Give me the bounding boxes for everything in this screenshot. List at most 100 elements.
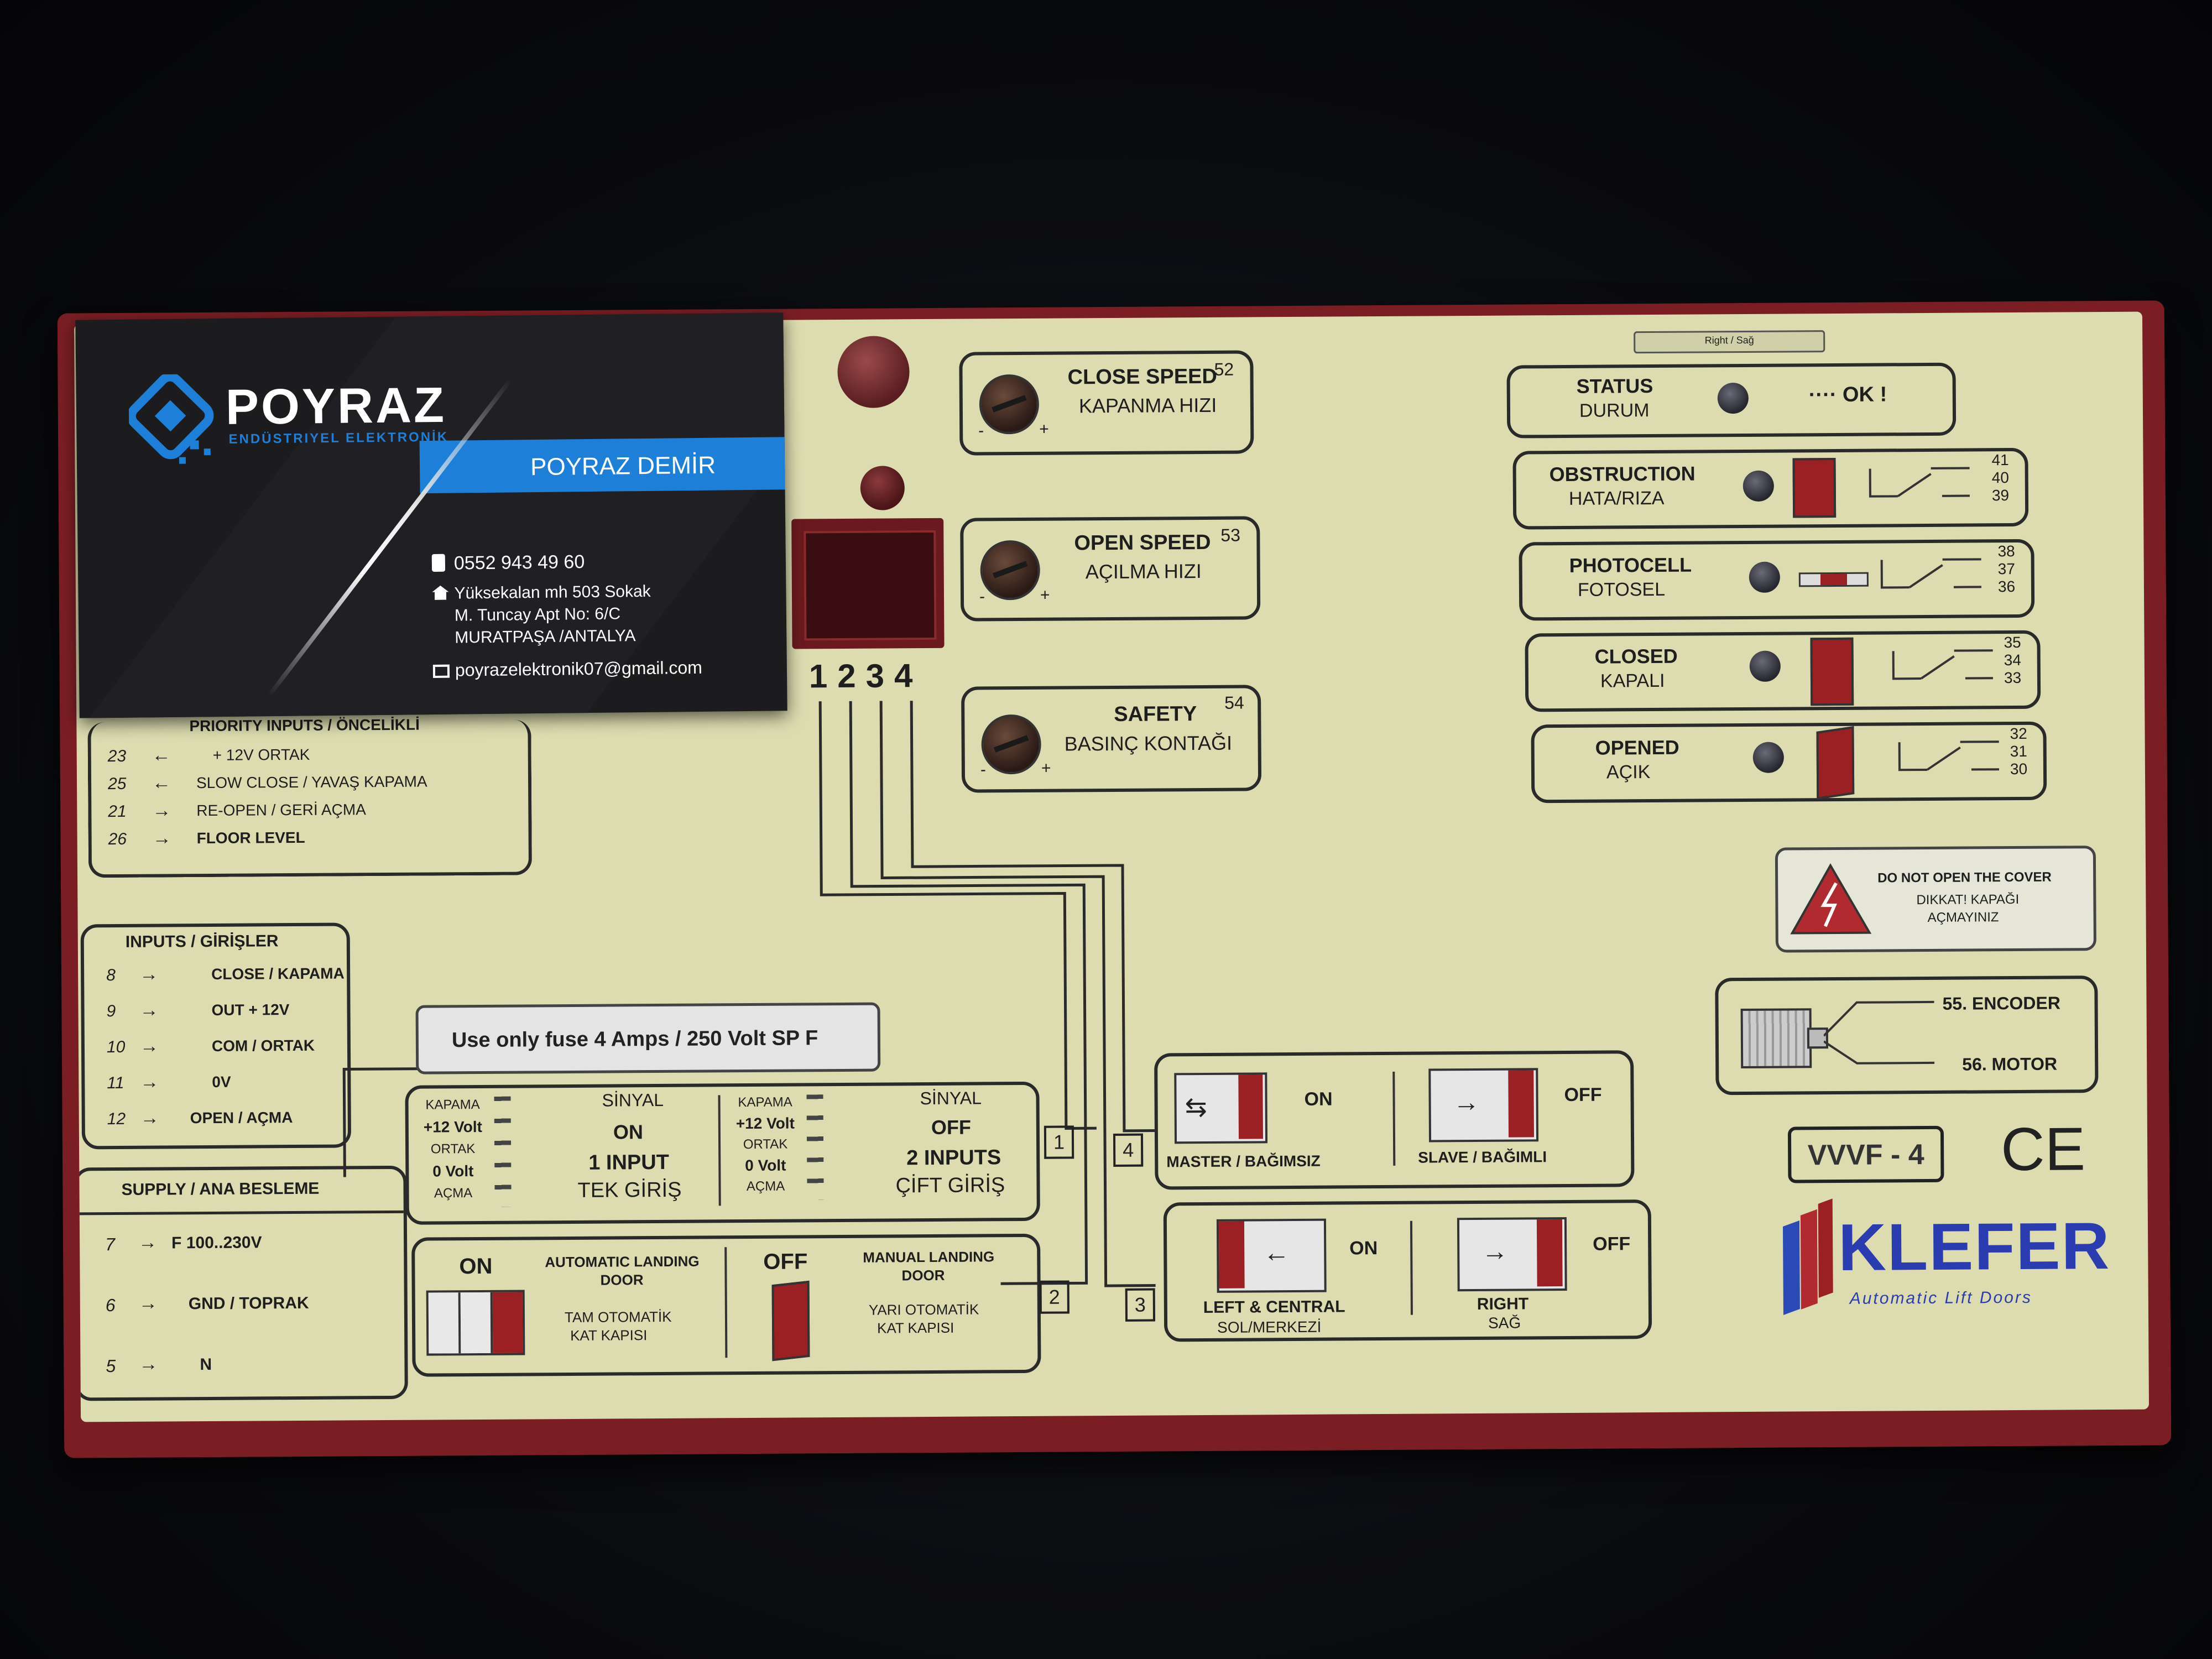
sw4-off-text: SLAVE / BAĞIMLI — [1418, 1148, 1547, 1166]
photocell-led — [1749, 561, 1780, 593]
sw3-left-door-icon: ← — [1216, 1218, 1327, 1293]
supply-box: SUPPLY / ANA BESLEME 7 → F 100..230V 6 →… — [74, 1165, 408, 1401]
sw1-label: KAPAMA — [425, 1097, 480, 1113]
sw1-label: KAPAMA — [738, 1094, 792, 1110]
email-icon — [432, 664, 450, 678]
switch-2-number: 2 — [1039, 1280, 1070, 1314]
pin: 34 — [2004, 651, 2021, 669]
terminal-label: SLOW CLOSE / YAVAŞ KAPAMA — [196, 773, 427, 792]
status-subtitle: DURUM — [1579, 400, 1650, 421]
sw4-slave-door-icon: → — [1428, 1068, 1539, 1142]
sw1-label: +12 Volt — [735, 1114, 795, 1133]
sw2-off-label: OFF — [763, 1249, 808, 1274]
switch-1-box: KAPAMA +12 Volt ORTAK 0 Volt AÇMA SİNYAL… — [405, 1081, 1040, 1225]
inputs-title: INPUTS / GİRİŞLER — [125, 932, 279, 951]
encoder-motor-box: 55. ENCODER 56. MOTOR — [1715, 975, 2099, 1095]
status-led — [1717, 382, 1749, 414]
terminal-label: CLOSE / KAPAMA — [211, 964, 345, 983]
opened-led — [1752, 742, 1784, 773]
safety-subtitle: BASINÇ KONTAĞI — [1064, 731, 1233, 755]
sw1-off-text-1: 2 INPUTS — [906, 1146, 1001, 1170]
sw2-off-title-2: DOOR — [901, 1266, 945, 1284]
card-address-line-1: Yüksekalan mh 503 Sokak — [454, 582, 651, 603]
card-brand-subtitle: ENDÜSTRIYEL ELEKTRONİK — [228, 429, 449, 447]
sw3-on-text-1: LEFT & CENTRAL — [1203, 1297, 1345, 1317]
safety-knob[interactable] — [981, 714, 1041, 775]
close-speed-number: 52 — [1214, 359, 1234, 379]
closed-relay-icon — [1892, 649, 1993, 680]
opened-title: OPENED — [1595, 735, 1679, 759]
safety-title: SAFETY — [1114, 702, 1197, 726]
arrow-icon: ← — [152, 744, 171, 766]
close-speed-title: CLOSE SPEED — [1067, 364, 1218, 389]
obstruction-title: OBSTRUCTION — [1549, 462, 1695, 486]
terminal-label: 0V — [212, 1073, 231, 1091]
close-speed-minus: - — [978, 421, 984, 440]
sw1-terminal-icon — [806, 1094, 824, 1200]
sw1-label: ORTAK — [743, 1136, 788, 1152]
closed-led — [1749, 650, 1781, 682]
sw2-off-sub-1: YARI OTOMATİK — [868, 1301, 979, 1318]
arrow-icon: → — [138, 1232, 158, 1253]
opened-subtitle: AÇIK — [1606, 761, 1651, 783]
open-speed-subtitle: AÇILMA HIZI — [1085, 559, 1202, 583]
pin: 40 — [1991, 469, 2009, 487]
obstruction-subtitle: HATA/RIZA — [1568, 487, 1665, 509]
warning-line-1: DO NOT OPEN THE COVER — [1877, 869, 2052, 886]
open-speed-plus: + — [1040, 586, 1050, 604]
sw1-on-text-2: TEK GİRİŞ — [577, 1178, 682, 1202]
sw2-manual-door-icon — [771, 1280, 810, 1361]
sw2-on-sub-2: KAT KAPISI — [570, 1327, 648, 1344]
warning-line-3: AÇMAYINIZ — [1927, 910, 1999, 925]
priority-inputs-box: PRIORITY INPUTS / ÖNCELİKLİ 23 ← + 12V O… — [87, 716, 533, 878]
card-brand: POYRAZ — [225, 377, 447, 435]
sw1-label: 0 Volt — [432, 1162, 474, 1180]
open-speed-knob[interactable] — [980, 540, 1041, 601]
photocell-icon — [1798, 572, 1869, 587]
terminal-number: 10 — [106, 1037, 126, 1057]
terminal-number: 26 — [108, 830, 127, 849]
sw4-master-door-icon: ⇆ — [1174, 1072, 1268, 1144]
terminal-number: 11 — [107, 1073, 124, 1093]
klefer-logo-text: KLEFER — [1838, 1208, 2111, 1285]
terminal-label: N — [200, 1355, 212, 1374]
arrow-icon: → — [138, 1292, 158, 1314]
close-speed-knob[interactable] — [979, 374, 1040, 435]
fuse-text: Use only fuse 4 Amps / 250 Volt SP F — [451, 1026, 818, 1052]
closed-title: CLOSED — [1594, 644, 1678, 668]
sw4-off-label: OFF — [1564, 1084, 1602, 1106]
arrow-icon: → — [140, 1071, 159, 1093]
terminal-label: COM / ORTAK — [211, 1036, 315, 1055]
inputs-box: INPUTS / GİRİŞLER 8 → CLOSE / KAPAMA 9 →… — [80, 922, 352, 1150]
switch-2-box: ON AUTOMATIC LANDING DOOR TAM OTOMATİK K… — [411, 1233, 1041, 1377]
opened-door-icon — [1816, 726, 1855, 800]
model-label: VVVF - 4 — [1807, 1139, 1924, 1172]
open-speed-number: 53 — [1220, 525, 1241, 545]
closed-subtitle: KAPALI — [1600, 670, 1665, 692]
dip-wiring — [342, 701, 1156, 1287]
sw1-terminal-icon — [494, 1096, 512, 1207]
sw1-label: ORTAK — [430, 1141, 476, 1157]
sw1-on-label: ON — [613, 1120, 644, 1144]
card-person-name: POYRAZ DEMİR — [530, 451, 716, 481]
photocell-title: PHOTOCELL — [1569, 553, 1692, 577]
arrow-icon: → — [139, 1353, 158, 1375]
sw4-on-label: ON — [1304, 1088, 1333, 1110]
obstruction-relay-icon — [1869, 467, 1970, 498]
pin: 33 — [2004, 669, 2022, 687]
pin: 31 — [2010, 742, 2028, 760]
control-panel-face: Right / Sağ 1234 - + CLOSE SPEED 52 KAPA… — [74, 311, 2150, 1422]
terminal-number: 21 — [108, 802, 127, 821]
model-badge: VVVF - 4 — [1787, 1125, 1944, 1183]
sw1-on-signal: SİNYAL — [602, 1089, 664, 1110]
card-address-line-3: MURATPAŞA /ANTALYA — [455, 627, 636, 647]
arrow-icon: → — [152, 800, 171, 821]
terminal-label: FLOOR LEVEL — [196, 828, 305, 847]
terminal-label: GND / TOPRAK — [188, 1293, 309, 1313]
photocell-subtitle: FOTOSEL — [1577, 578, 1666, 601]
